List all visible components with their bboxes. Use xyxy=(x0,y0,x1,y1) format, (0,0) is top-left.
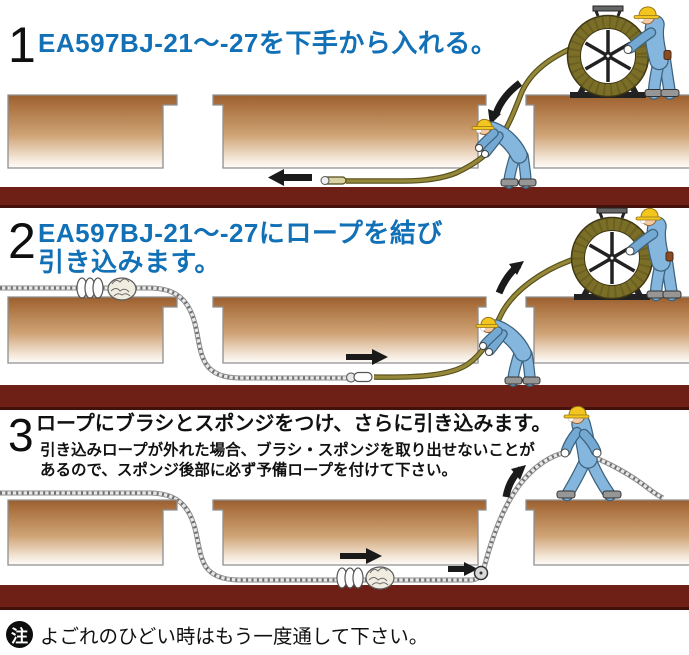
sponge-icon xyxy=(336,567,364,589)
drop-into-manhole-arrow-icon xyxy=(488,80,523,125)
brush-icon xyxy=(365,566,395,590)
step2-title: EA597BJ-21〜-27にロープを結び 引き込みます。 xyxy=(38,219,443,277)
soil-block-right xyxy=(525,94,689,169)
step2-title-line2: 引き込みます。 xyxy=(38,247,221,277)
step2-number: 2 xyxy=(8,213,36,269)
soil-block-left xyxy=(7,296,178,364)
footer-note: 注 よごれのひどい時はもう一度通して下さい。 xyxy=(6,620,428,649)
step3-number: 3 xyxy=(8,409,34,461)
step1-title: EA597BJ-21〜-27を下手から入れる。 xyxy=(38,28,498,58)
note-badge-icon: 注 xyxy=(6,621,33,648)
step2-title-line1: EA597BJ-21〜-27にロープを結び xyxy=(38,218,443,248)
step3-caution: 引き込みロープが外れた場合、ブラシ・スポンジを取り出せないことが あるので、スポ… xyxy=(40,441,535,480)
pipe-bed-bar xyxy=(0,187,689,205)
worker-in-manhole xyxy=(472,119,536,186)
cable-reel-icon xyxy=(568,6,649,98)
soil-block-right xyxy=(525,499,689,566)
sponge-icon xyxy=(76,277,104,299)
pull-direction-arrow-right-icon xyxy=(346,349,388,365)
pipe-bed-bar-edge xyxy=(0,205,689,208)
step3-caution-line1: 引き込みロープが外れた場合、ブラシ・スポンジを取り出せないことが xyxy=(40,442,535,459)
soil-block-middle xyxy=(212,94,487,169)
step3-caution-line2: あるので、スポンジ後部に必ず予備ロープを付けて下さい。 xyxy=(40,461,457,479)
lift-arrow-icon xyxy=(495,261,524,295)
soil-block-left xyxy=(7,94,178,169)
brush-icon xyxy=(107,277,137,301)
rope-cable-connector xyxy=(345,371,373,383)
pipe-bed-bar-edge xyxy=(0,407,689,410)
soil-block-middle xyxy=(212,499,487,566)
step3-title: ロープにブラシとスポンジをつけ、さらに引き込みます。 xyxy=(36,413,552,435)
surface-worker-pulling xyxy=(557,406,621,498)
step1-illustration xyxy=(0,6,689,208)
step1-number: 1 xyxy=(8,17,36,73)
worker-in-manhole xyxy=(476,317,540,384)
soil-block-middle xyxy=(212,296,487,364)
step3-illustration xyxy=(0,406,689,610)
soil-block-left xyxy=(7,499,178,566)
pull-direction-arrow-right-icon xyxy=(340,548,382,564)
pipe-bed-bar-edge xyxy=(0,607,689,610)
pipe-bed-bar xyxy=(0,585,689,607)
pipe-bed-bar xyxy=(0,385,689,407)
insert-direction-arrow-left-icon xyxy=(268,169,312,186)
lift-arrow-icon xyxy=(502,465,526,498)
rod-tip-cap xyxy=(320,176,330,185)
note-text: よごれのひどい時はもう一度通して下さい。 xyxy=(40,626,429,648)
step2-illustration xyxy=(0,208,689,410)
corner-arrow-right-icon xyxy=(448,562,478,576)
soil-block-right xyxy=(525,296,689,364)
pulley-roller-icon xyxy=(473,565,489,581)
